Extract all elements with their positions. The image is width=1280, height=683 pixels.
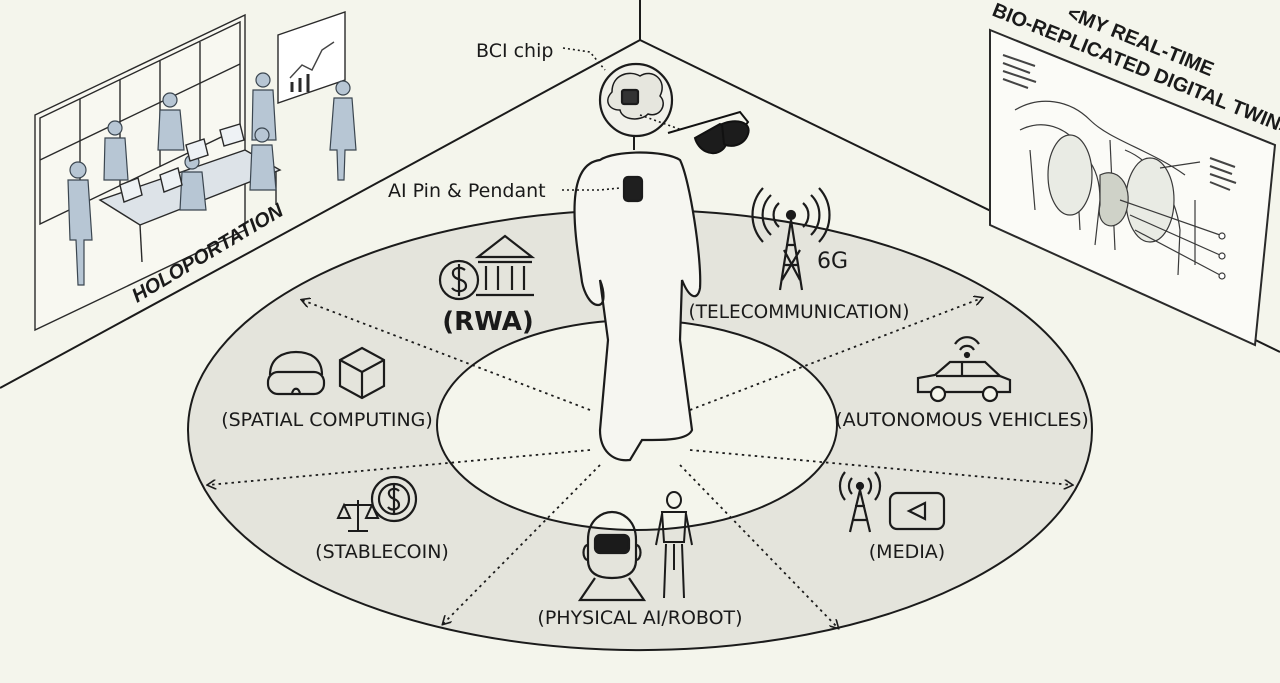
ai-pin-icon bbox=[624, 177, 642, 201]
label-ai-pin: AI Pin & Pendant bbox=[388, 180, 546, 202]
label-stablecoin: (STABLECOIN) bbox=[315, 541, 449, 563]
callout-leaders bbox=[562, 48, 682, 190]
radial-arrows bbox=[208, 298, 1072, 628]
label-bci-chip: BCI chip bbox=[476, 40, 553, 62]
smart-glasses-icon bbox=[668, 112, 749, 153]
cube-icon bbox=[340, 348, 384, 398]
robot-head-icon bbox=[580, 512, 644, 600]
label-6g: 6G bbox=[817, 249, 848, 274]
label-telecom: (TELECOMMUNICATION) bbox=[689, 302, 910, 323]
play-icon bbox=[890, 493, 944, 529]
bci-chip-icon bbox=[622, 90, 638, 104]
arrow-left bbox=[208, 450, 590, 485]
holoportation-room-illustration bbox=[35, 12, 356, 330]
arrow-lower-right bbox=[680, 465, 838, 628]
label-media: (MEDIA) bbox=[869, 541, 945, 563]
car-icon bbox=[918, 337, 1010, 401]
bank-dollar-icon bbox=[440, 236, 534, 299]
vr-headset-icon bbox=[268, 352, 324, 394]
arrow-right bbox=[690, 450, 1072, 485]
coin-icon bbox=[372, 477, 416, 521]
person-figure bbox=[575, 64, 701, 460]
cell-tower-icon bbox=[753, 188, 830, 290]
label-robot: (PHYSICAL AI/ROBOT) bbox=[537, 607, 742, 629]
anatomy-illustration bbox=[1015, 101, 1225, 279]
arrow-upper-right bbox=[690, 298, 982, 410]
label-rwa: (RWA) bbox=[442, 307, 533, 337]
arrow-lower-left bbox=[443, 465, 600, 624]
broadcast-tower-icon bbox=[840, 472, 880, 532]
outer-ring bbox=[188, 210, 1092, 650]
label-autonomous: (AUTONOMOUS VEHICLES) bbox=[835, 409, 1089, 431]
humanoid-robot-icon bbox=[656, 492, 692, 598]
digital-twin-screen bbox=[990, 30, 1275, 345]
label-spatial: (SPATIAL COMPUTING) bbox=[221, 409, 433, 431]
